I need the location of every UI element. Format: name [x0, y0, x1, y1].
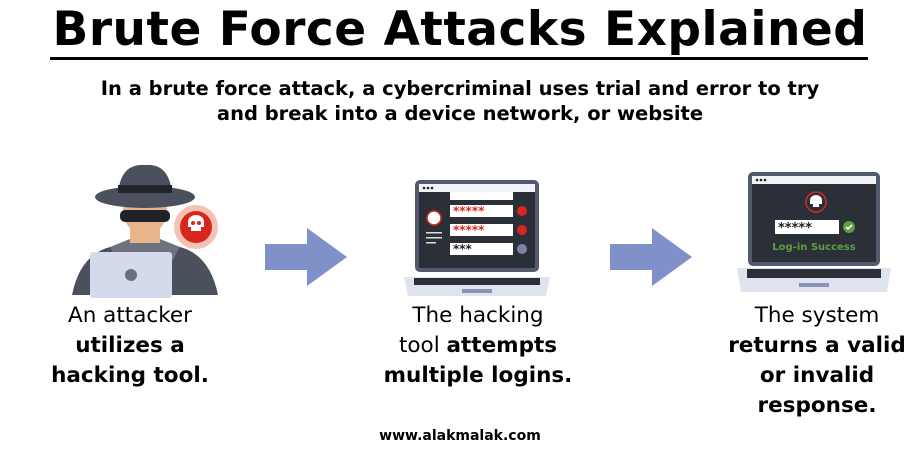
subtitle-line-2: and break into a device network, or webs…	[216, 102, 704, 125]
step-2-caption: The hacking tool attempts multiple login…	[348, 301, 608, 391]
caption-line: utilizes a	[75, 333, 185, 358]
footer-website: www.alakmalak.com	[379, 428, 541, 444]
laptop-login-success-icon: ***** Log-in Success	[737, 172, 891, 292]
caption-line: The system	[754, 303, 880, 328]
password-field: *****	[778, 221, 812, 236]
subtitle-line-1: In a brute force attack, a cybercriminal…	[100, 77, 820, 100]
caption-line: hacking tool.	[51, 363, 209, 388]
step-3-caption: The system returns a valid or invalid re…	[687, 301, 920, 421]
arrow-right-icon	[265, 228, 347, 286]
caption-line: or invalid	[759, 363, 875, 388]
caption-line: tool	[398, 333, 447, 358]
arrow-right-icon	[610, 228, 692, 286]
caption-line: returns a valid	[728, 333, 906, 358]
login-success-text: Log-in Success	[772, 242, 855, 253]
title-underline	[50, 57, 868, 60]
page-title: Brute Force Attacks Explained	[52, 2, 868, 57]
caption-line: multiple logins.	[383, 363, 573, 388]
caption-line: response.	[757, 393, 877, 418]
password-attempt: *****	[453, 204, 485, 218]
caption-line: attempts	[446, 333, 558, 358]
step-1-caption: An attacker utilizes a hacking tool.	[0, 301, 260, 391]
caption-line: An attacker	[68, 303, 192, 328]
password-attempt: ***	[453, 242, 473, 256]
laptop-failed-logins-icon: ***** ***** ***	[404, 180, 550, 296]
hacker-with-laptop-icon	[72, 164, 218, 298]
password-attempt: *****	[453, 223, 485, 237]
caption-line: The hacking	[412, 303, 544, 328]
